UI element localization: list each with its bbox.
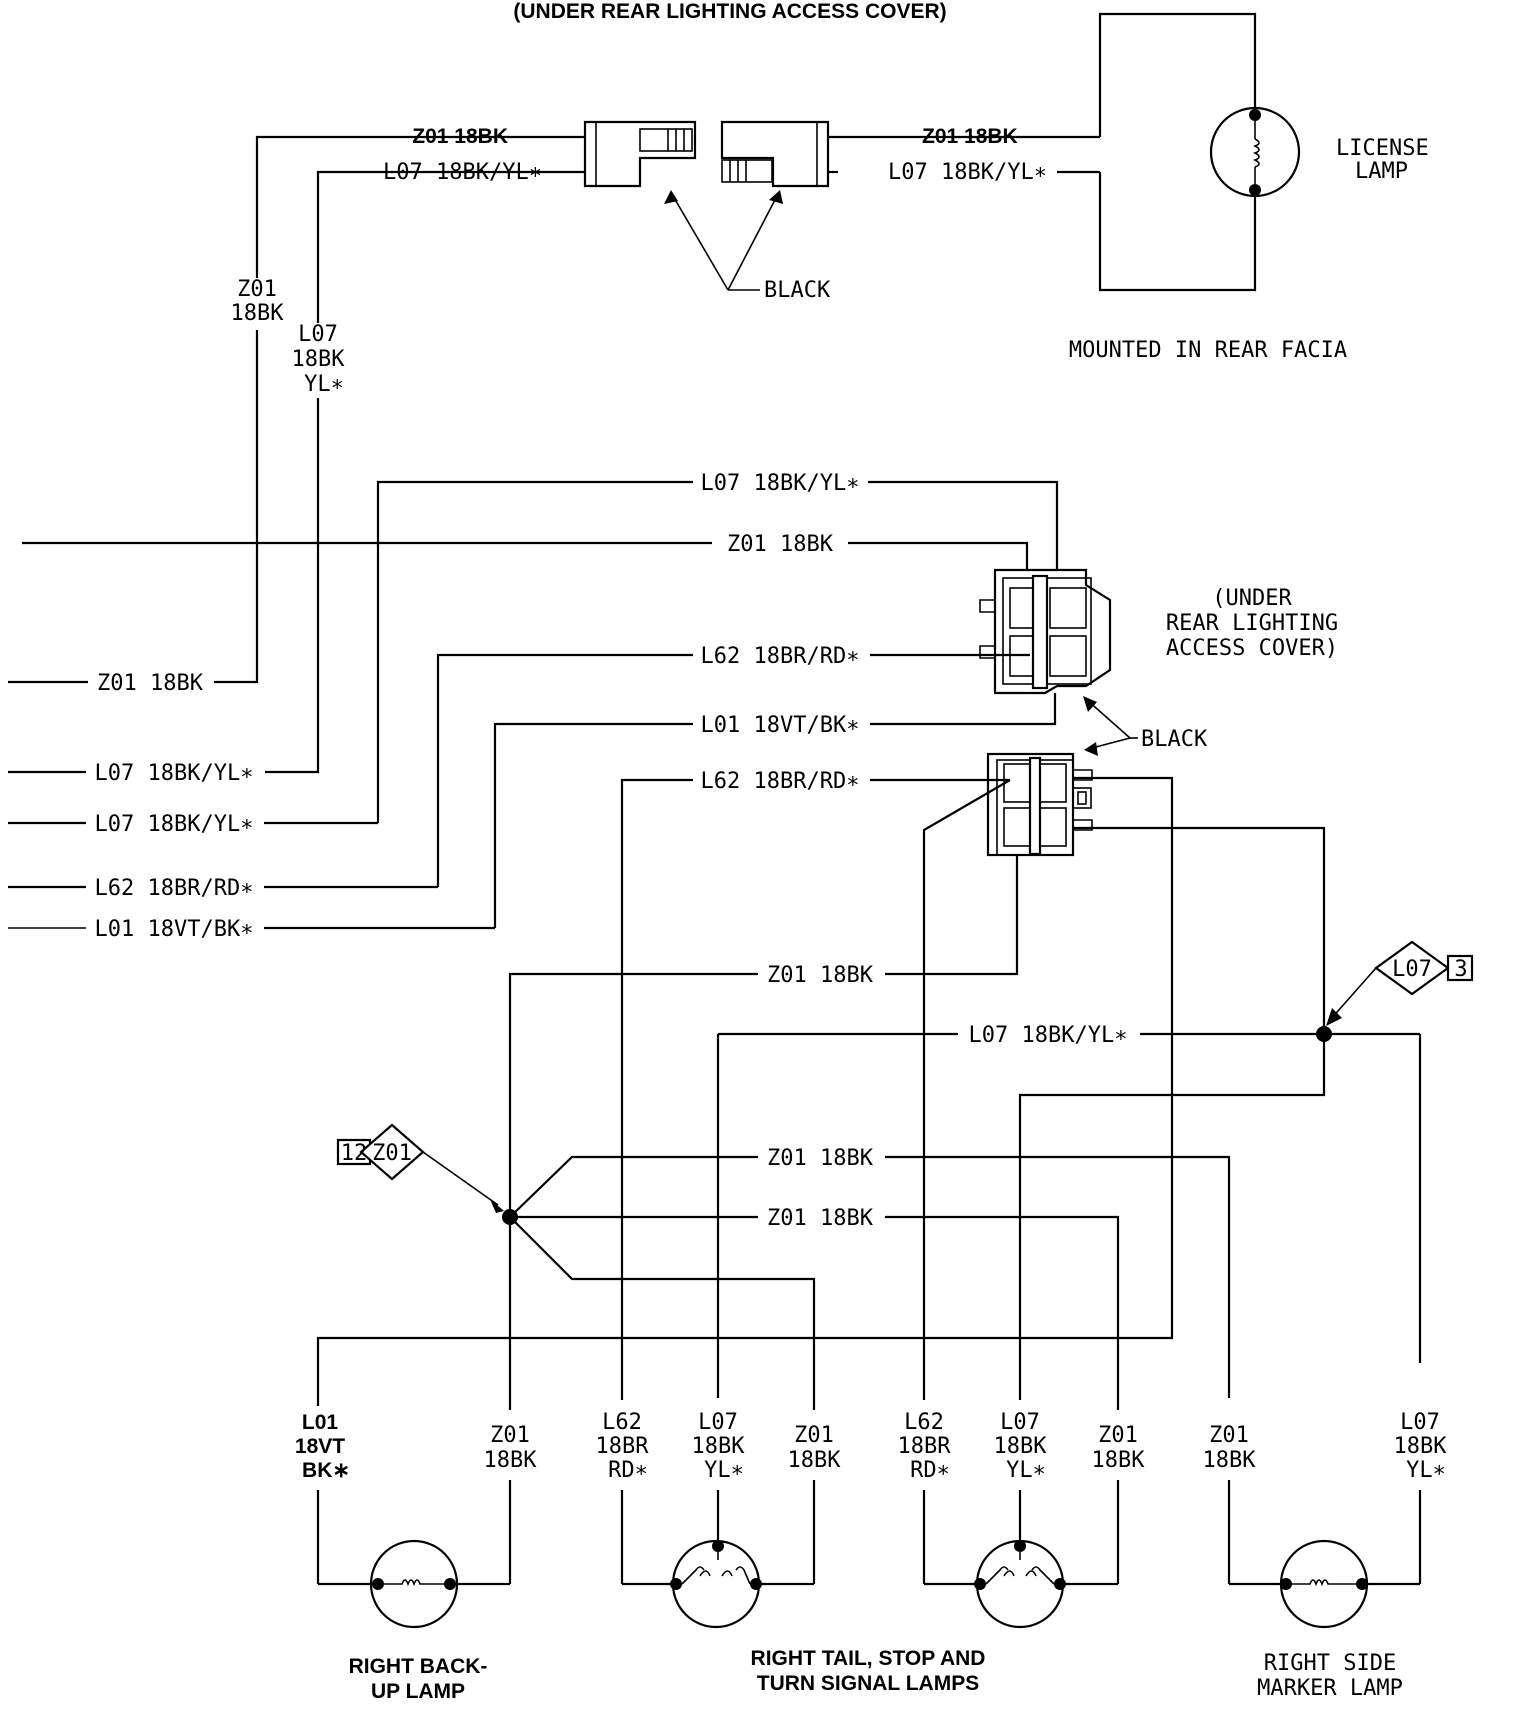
vertical-l07-line2: 18BK	[292, 347, 346, 372]
license-lamp	[1098, 12, 1301, 292]
drop-label-2: Z01 18BK	[484, 1423, 538, 1473]
backup-lamp-label-1: RIGHT BACK-	[349, 1655, 488, 1678]
backup-lamp	[369, 1539, 459, 1629]
svg-text:18BK: 18BK	[788, 1448, 842, 1473]
tail-lamp-2	[974, 1539, 1066, 1629]
mid-connector-lower	[986, 752, 1093, 857]
vertical-z01-line2: 18BK	[231, 301, 285, 326]
vertical-l07-line3: YL∗	[304, 372, 344, 397]
vertical-l07-line1: L07	[298, 322, 338, 347]
mid-connector-note-1: (UNDER	[1212, 586, 1292, 611]
license-lamp-mount-note: MOUNTED IN REAR FACIA	[1069, 338, 1347, 363]
svg-text:BK∗: BK∗	[302, 1459, 350, 1482]
drop-label-7: L07 18BK YL∗	[994, 1410, 1048, 1483]
drop-label-5: Z01 18BK	[788, 1423, 842, 1473]
vertical-z01-line1: Z01	[237, 277, 277, 302]
mid-wire-l07-top: L07 18BK/YL∗	[701, 471, 860, 496]
license-lamp-label-2: LAMP	[1355, 159, 1408, 184]
svg-text:Z01: Z01	[490, 1423, 530, 1448]
lower-wire-z01-b: Z01 18BK	[767, 1146, 874, 1171]
svg-text:18BK: 18BK	[1203, 1448, 1257, 1473]
left-wire-l07-b: L07 18BK/YL∗	[95, 812, 254, 837]
svg-text:YL∗: YL∗	[1006, 1458, 1046, 1483]
side-marker-label-2: MARKER LAMP	[1257, 1676, 1403, 1701]
svg-text:L62: L62	[602, 1410, 642, 1435]
ref-tag-z01: 12 Z01	[336, 1123, 504, 1213]
mid-wire-z01-top: Z01 18BK	[727, 532, 834, 557]
ref-tag-l07-label: L07	[1392, 957, 1432, 982]
top-connector-wire-a-right: Z01 18BK	[922, 125, 1018, 148]
header-note: (UNDER REAR LIGHTING ACCESS COVER)	[513, 0, 946, 23]
drop-label-4: L07 18BK YL∗	[692, 1410, 746, 1483]
side-marker-label-1: RIGHT SIDE	[1264, 1651, 1396, 1676]
mid-wire-l01: L01 18VT/BK∗	[701, 713, 860, 738]
svg-text:RD∗: RD∗	[608, 1458, 648, 1483]
svg-text:YL∗: YL∗	[1406, 1458, 1446, 1483]
tail-lamps-label-2: TURN SIGNAL LAMPS	[757, 1672, 979, 1695]
left-wire-l62: L62 18BR/RD∗	[95, 876, 254, 901]
svg-text:L01: L01	[302, 1411, 339, 1434]
svg-text:18VT: 18VT	[295, 1435, 345, 1458]
drop-label-8: Z01 18BK	[1092, 1423, 1146, 1473]
side-marker-lamp	[1279, 1539, 1369, 1629]
svg-text:18BR: 18BR	[596, 1434, 650, 1459]
svg-text:18BK: 18BK	[692, 1434, 746, 1459]
svg-text:YL∗: YL∗	[704, 1458, 744, 1483]
drop-label-10: L07 18BK YL∗	[1394, 1410, 1448, 1483]
svg-text:RD∗: RD∗	[910, 1458, 950, 1483]
svg-text:Z01: Z01	[1098, 1423, 1138, 1448]
tail-lamps-label-1: RIGHT TAIL, STOP AND	[751, 1647, 986, 1670]
svg-text:18BR: 18BR	[898, 1434, 952, 1459]
svg-text:L07: L07	[1000, 1410, 1040, 1435]
top-connector-wire-b-right: L07 18BK/YL∗	[888, 160, 1047, 185]
backup-lamp-label-2: UP LAMP	[371, 1680, 465, 1703]
svg-text:18BK: 18BK	[994, 1434, 1048, 1459]
license-lamp-label-1: LICENSE	[1336, 136, 1429, 161]
left-wire-l07-a: L07 18BK/YL∗	[95, 761, 254, 786]
ref-tag-z01-num: 12	[341, 1141, 368, 1166]
top-connector-color-label: BLACK	[764, 278, 831, 303]
mid-wire-l62-lower: L62 18BR/RD∗	[701, 769, 860, 794]
svg-text:Z01: Z01	[1209, 1423, 1249, 1448]
svg-text:L62: L62	[904, 1410, 944, 1435]
left-wire-l01: L01 18VT/BK∗	[95, 917, 254, 942]
svg-text:Z01: Z01	[794, 1423, 834, 1448]
svg-text:18BK: 18BK	[1092, 1448, 1146, 1473]
mid-connector-color-label: BLACK	[1141, 727, 1208, 752]
tail-lamp-1	[670, 1539, 762, 1629]
lower-wire-z01-c: Z01 18BK	[767, 1206, 874, 1231]
left-wire-z01: Z01 18BK	[97, 671, 204, 696]
svg-text:L07: L07	[1400, 1410, 1440, 1435]
svg-text:18BK: 18BK	[1394, 1434, 1448, 1459]
lower-wire-l07: L07 18BK/YL∗	[969, 1023, 1128, 1048]
top-connector	[583, 120, 830, 188]
drop-label-6: L62 18BR RD∗	[898, 1410, 952, 1483]
drop-label-3: L62 18BR RD∗	[596, 1410, 650, 1483]
ref-tag-l07: L07 3	[1326, 940, 1474, 1026]
svg-text:L07: L07	[698, 1410, 738, 1435]
mid-connector-note-3: ACCESS COVER)	[1166, 636, 1338, 661]
drop-label-9: Z01 18BK	[1203, 1423, 1257, 1473]
mid-wire-l62-upper: L62 18BR/RD∗	[701, 644, 860, 669]
svg-text:18BK: 18BK	[484, 1448, 538, 1473]
lower-wire-z01-a: Z01 18BK	[767, 963, 874, 988]
ref-tag-z01-label: Z01	[372, 1141, 412, 1166]
drop-label-1: L01 18VT BK∗	[295, 1411, 350, 1482]
ref-tag-l07-num: 3	[1454, 957, 1467, 982]
mid-connector-upper	[979, 568, 1112, 695]
mid-connector-note-2: REAR LIGHTING	[1166, 611, 1338, 636]
